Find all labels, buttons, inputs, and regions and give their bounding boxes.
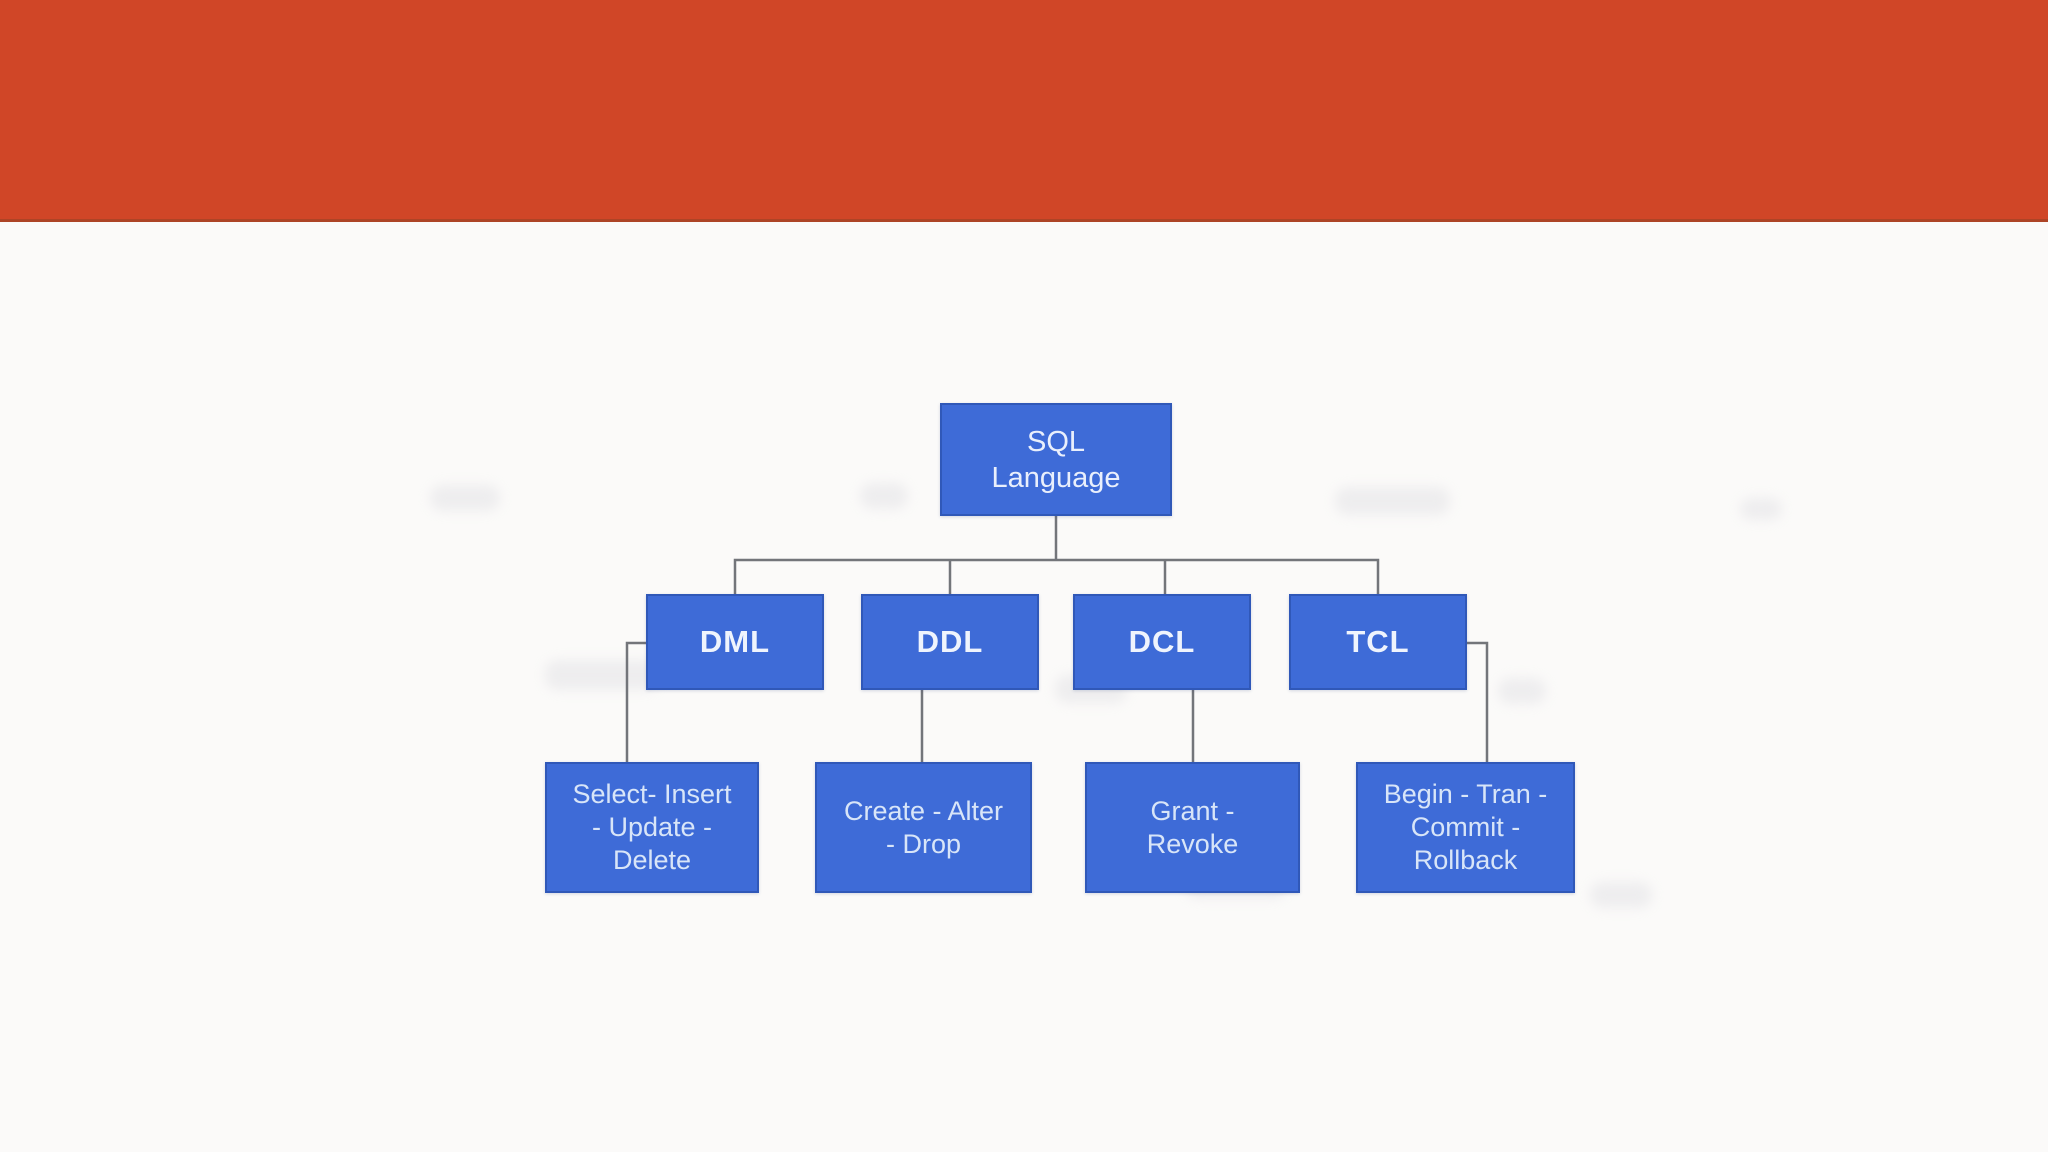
node-label-line: Select- Insert — [572, 779, 732, 809]
connector-tcl-to-commands — [1467, 641, 1489, 762]
node-label-line: Revoke — [1146, 828, 1239, 859]
node-label: TCL — [1346, 624, 1410, 659]
node-ddl-commands: Create - Alter - Drop — [815, 762, 1032, 893]
watermark-smudge — [1740, 498, 1782, 520]
connector-bus — [733, 558, 1380, 594]
watermark-smudge — [1498, 678, 1546, 704]
watermark-smudge — [860, 483, 908, 509]
node-ddl: DDL — [861, 594, 1039, 690]
watermark-smudge — [545, 660, 660, 690]
connector-dml-to-commands — [625, 641, 646, 762]
node-label: DDL — [916, 624, 984, 659]
watermark-smudge — [1335, 487, 1450, 515]
header-banner — [0, 0, 2048, 222]
node-label: DCL — [1128, 624, 1196, 659]
node-label-line: - Update - — [591, 812, 713, 842]
node-label-line: Language — [991, 461, 1121, 494]
node-label-line: Create - Alter — [843, 795, 1004, 826]
node-tcl: TCL — [1289, 594, 1467, 690]
node-label-line: Grant - — [1150, 795, 1235, 826]
node-label-line: Delete — [612, 845, 692, 875]
watermark-smudge — [430, 485, 500, 511]
node-label: DML — [699, 624, 771, 659]
node-dcl-commands: Grant - Revoke — [1085, 762, 1300, 893]
node-sql-language: SQL Language — [940, 403, 1172, 516]
node-dml-commands: Select- Insert - Update - Delete — [545, 762, 759, 893]
node-label-line: SQL — [1026, 425, 1086, 458]
node-dml: DML — [646, 594, 824, 690]
watermark-smudge — [1590, 882, 1652, 908]
node-tcl-commands: Begin - Tran - Commit - Rollback — [1356, 762, 1575, 893]
node-dcl: DCL — [1073, 594, 1251, 690]
node-label-line: - Drop — [885, 828, 961, 859]
node-label-line: Rollback — [1413, 845, 1518, 875]
node-label-line: Commit - — [1410, 812, 1521, 842]
node-label-line: Begin - Tran - — [1383, 779, 1548, 809]
